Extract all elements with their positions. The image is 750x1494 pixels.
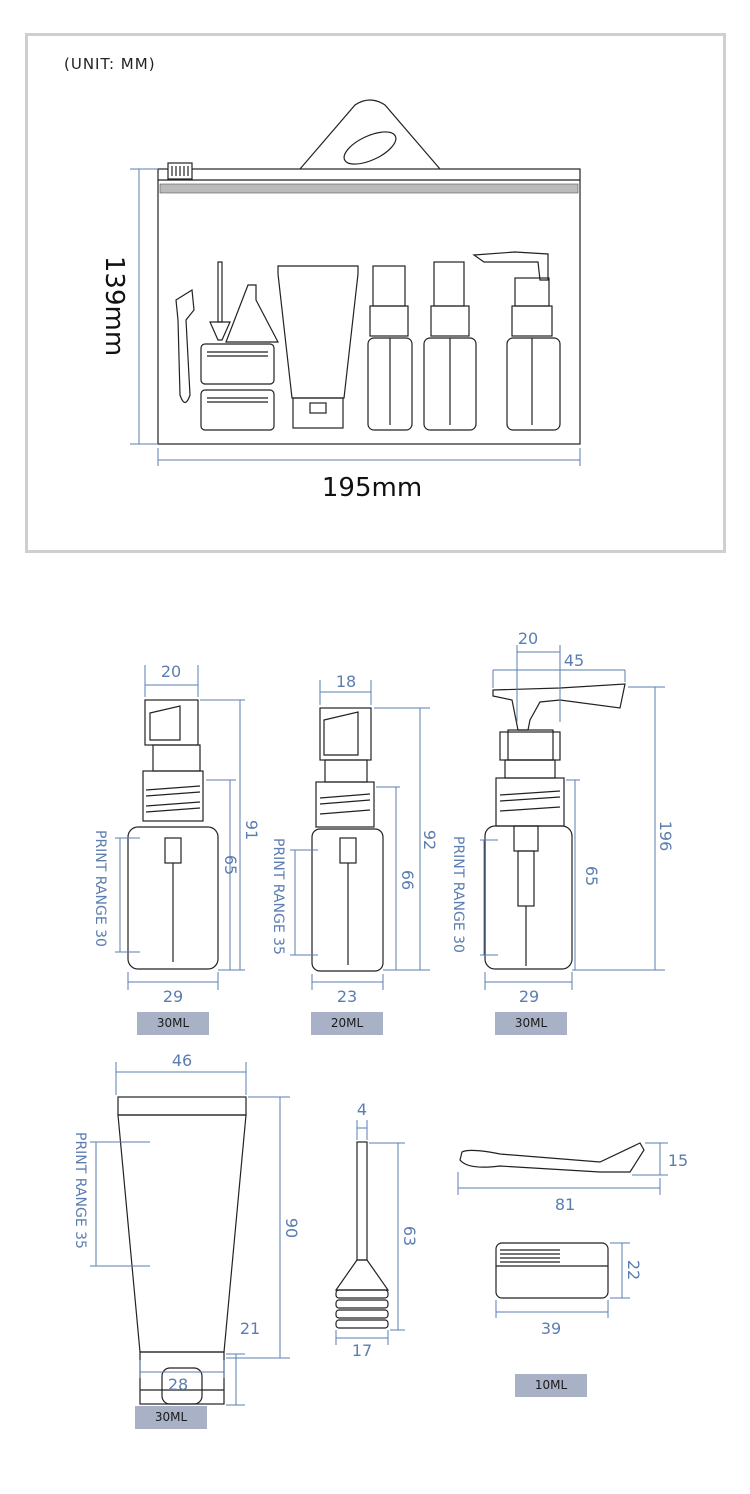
spray-body: [127, 826, 219, 970]
spray30-top-width: 20: [161, 662, 181, 681]
spatula: [459, 1142, 645, 1173]
tube-cap-height: 21: [240, 1319, 260, 1338]
jar-width: 39: [541, 1319, 561, 1338]
pump-total-height: 196: [656, 821, 675, 852]
bag-illustration: [157, 99, 581, 445]
pump-bottle-30ml: [484, 683, 626, 970]
mini-spatula: [175, 288, 195, 404]
spray20-capacity-tag: 20ML: [311, 1012, 383, 1035]
pump-print-range: PRINT RANGE 30: [450, 836, 466, 953]
spray20-print-range: PRINT RANGE 35: [270, 838, 286, 955]
bag-height-label: 139mm: [99, 256, 129, 356]
bag-width-label: 195mm: [322, 473, 422, 503]
mini-jar-1: [200, 343, 275, 385]
spray-bottle-20ml: [311, 707, 384, 972]
funnel-stick: [334, 1141, 390, 1329]
tube-cap-width: 28: [168, 1375, 188, 1394]
funnel-height: 63: [400, 1226, 419, 1246]
spray30-print-range: PRINT RANGE 30: [92, 830, 108, 947]
hanger-hole: [343, 131, 397, 165]
mini-jar-2: [200, 389, 275, 431]
funnel-top-width: 4: [357, 1100, 367, 1119]
bag-hanger: [299, 99, 441, 170]
pump-head: [492, 683, 626, 731]
spray20-bottom-width: 23: [337, 987, 357, 1006]
spray30-bottom-width: 29: [163, 987, 183, 1006]
spray30-body-height: 65: [221, 855, 240, 875]
spatula-length: 81: [555, 1195, 575, 1214]
bag-outline: [157, 168, 581, 445]
spray20-top-width: 18: [336, 672, 356, 691]
tube-capacity-tag: 30ML: [135, 1406, 207, 1429]
pump-capacity-tag: 30ML: [495, 1012, 567, 1035]
spray-bottle-30ml: [127, 699, 219, 970]
spray20-total-height: 92: [420, 830, 439, 850]
tube-top-width: 46: [172, 1051, 192, 1070]
jar-height: 22: [624, 1260, 643, 1280]
mini-pump: [472, 251, 549, 281]
spray30-capacity-tag: 30ML: [137, 1012, 209, 1035]
tube-total-height: 90: [282, 1218, 301, 1238]
bag-zipper: [159, 183, 579, 194]
pump-top-width: 20: [518, 629, 538, 648]
pump-head-width: 45: [564, 651, 584, 670]
unit-label: (UNIT: MM): [64, 55, 156, 73]
pump-bottom-width: 29: [519, 987, 539, 1006]
bag-panel: [25, 33, 726, 553]
spatula-height: 15: [668, 1151, 688, 1170]
tube-print-range: PRINT RANGE 35: [72, 1132, 88, 1249]
mini-tube: [277, 265, 359, 399]
mini-spray-2: [433, 261, 465, 307]
spray-collar: [142, 770, 204, 822]
mini-spray-1: [372, 265, 406, 307]
spray30-total-height: 91: [242, 820, 261, 840]
jar-capacity-tag: 10ML: [515, 1374, 587, 1397]
pump-body-height: 65: [582, 866, 601, 886]
spray20-body-height: 66: [398, 870, 417, 890]
spray-cap: [144, 699, 199, 746]
cream-jar: [495, 1242, 609, 1299]
funnel-bottom-width: 17: [352, 1341, 372, 1360]
